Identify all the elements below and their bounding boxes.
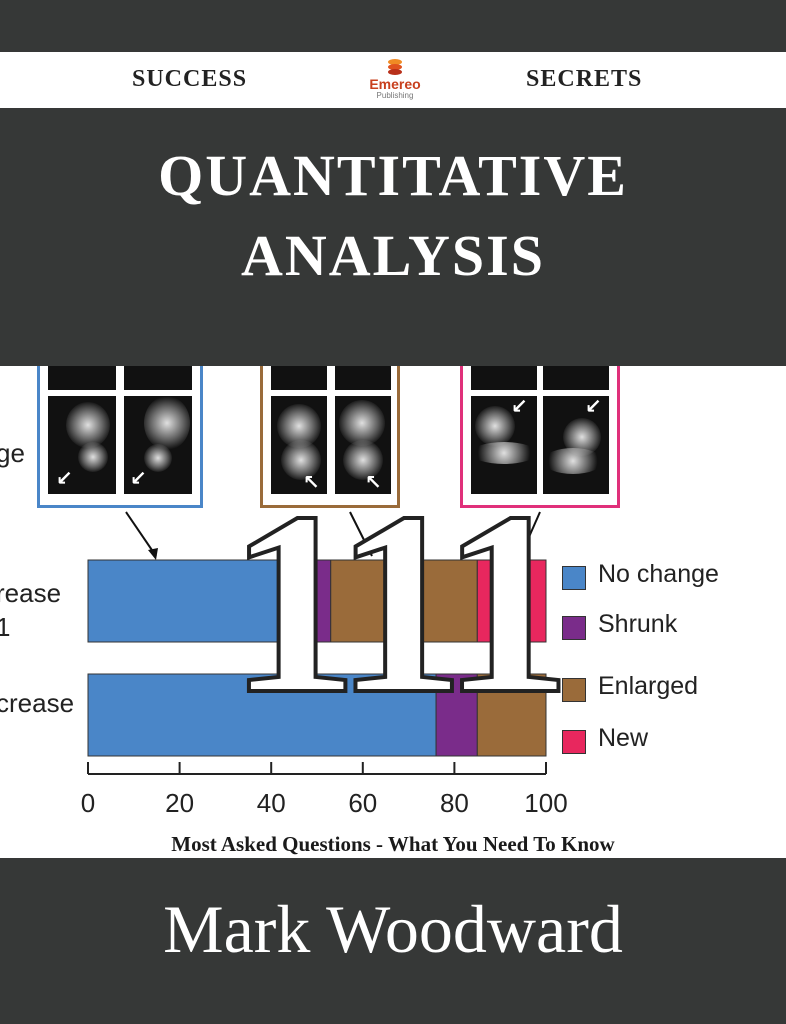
top-band [0, 0, 786, 52]
micrograph-panel: ↙ [124, 396, 192, 494]
legend-swatch [562, 616, 586, 640]
x-axis-tick-label: 20 [165, 788, 194, 818]
row-label: 1 [0, 612, 11, 642]
legend-swatch [562, 566, 586, 590]
micrograph-panel: ↙ [543, 396, 609, 494]
bar-segment [476, 673, 547, 757]
micrograph-frame-pink: ↙ ↙ [460, 366, 620, 508]
series-right-label: SECRETS [526, 66, 643, 92]
book-title-line1: QUANTITATIVE [158, 143, 628, 208]
micrograph-panel [271, 366, 327, 390]
book-subtitle: Most Asked Questions - What You Need To … [171, 832, 615, 856]
micrograph-panel: ↖ [271, 396, 327, 494]
legend-label: Enlarged [598, 672, 699, 700]
x-axis-tick-label: 40 [257, 788, 286, 818]
stacked-bar-figure: 0 20 40 60 80 100 [81, 511, 568, 818]
book-title-line2: ANALYSIS [241, 223, 545, 288]
question-count-number: 111 [226, 458, 574, 748]
micrograph-panel [335, 366, 391, 390]
bar-segment [435, 673, 478, 757]
title-band: QUANTITATIVE ANALYSIS [0, 108, 786, 366]
row-label: crease [0, 688, 75, 718]
micrograph-panel: ↙ [471, 396, 537, 494]
author-band: Mark Woodward [0, 858, 786, 1024]
author-name: Mark Woodward [163, 891, 623, 967]
bar-segment [330, 559, 478, 643]
pointer-line [125, 511, 157, 557]
micrograph-panel: ↙ [48, 396, 116, 494]
micrograph-panel [124, 366, 192, 390]
cover-illustration: ↙ ↙ ↖ ↖ ↙ [0, 366, 786, 858]
x-axis-tick-label: 60 [348, 788, 377, 818]
publisher-logo: Emereo Publishing [352, 58, 438, 104]
pointer-line [524, 511, 541, 547]
pointer-arrowhead [148, 548, 158, 560]
bar-segment [476, 559, 547, 643]
legend-label: New [598, 724, 649, 752]
micrograph-panel: ↖ [335, 396, 391, 494]
pointer-line [349, 511, 373, 557]
row-label: ge [0, 438, 25, 468]
series-left-label: SUCCESS [132, 66, 248, 92]
x-axis-tick-label: 80 [440, 788, 469, 818]
micrograph-panel [48, 366, 116, 390]
micrograph-panel [543, 366, 609, 390]
publisher-logo-icon [388, 59, 402, 75]
bar-segment [87, 559, 318, 643]
micrograph-frame-brown: ↖ ↖ [260, 366, 400, 508]
series-bar: SUCCESS Emereo Publishing SECRETS [0, 52, 786, 108]
publisher-name: Emereo [369, 76, 421, 92]
legend-label: Shrunk [598, 610, 678, 638]
publisher-sub: Publishing [376, 91, 414, 100]
micrograph-frame-blue: ↙ ↙ [37, 366, 203, 508]
x-axis-tick-label: 0 [81, 788, 95, 818]
x-axis-tick-label: 100 [524, 788, 567, 818]
legend-swatch [562, 678, 586, 702]
micrograph-panel [471, 366, 537, 390]
legend-swatch [562, 730, 586, 754]
legend-label: No change [598, 560, 719, 588]
row-label: rease [0, 578, 62, 608]
